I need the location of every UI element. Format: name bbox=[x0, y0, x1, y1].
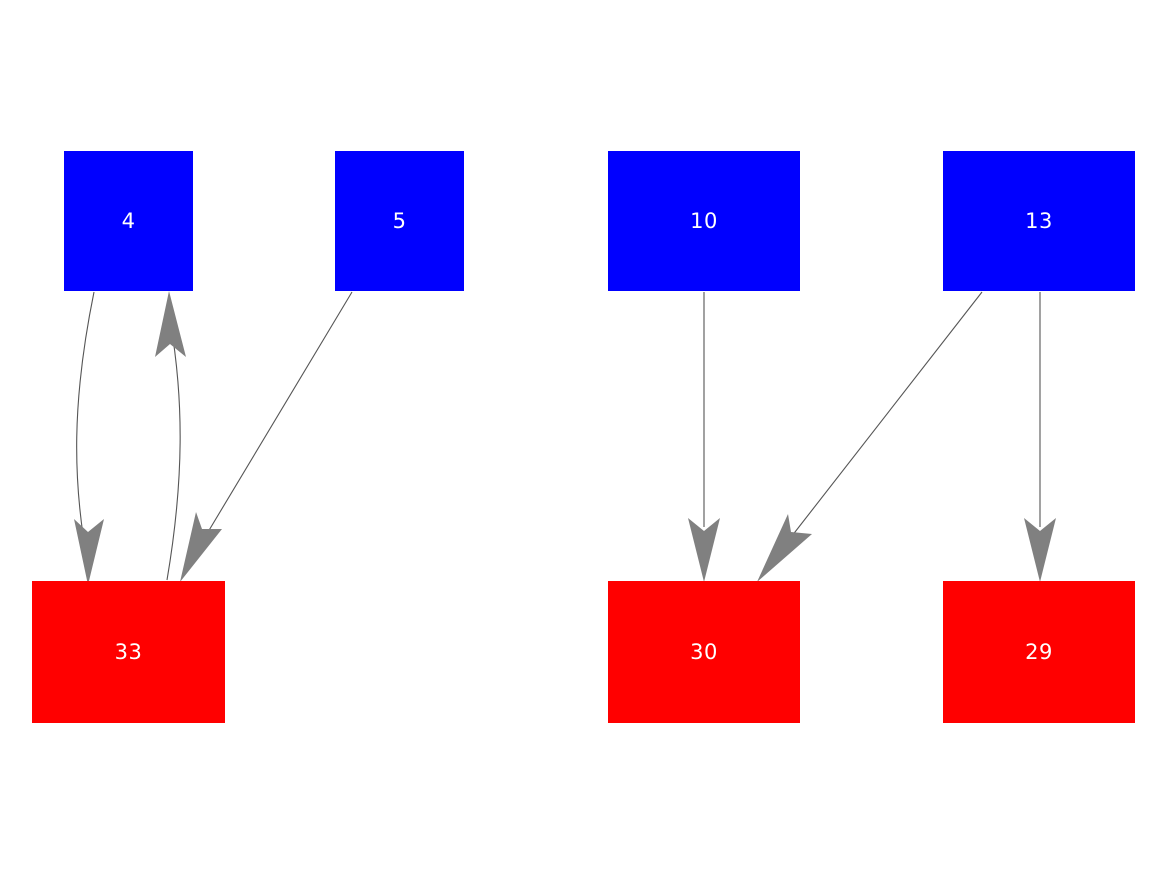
node-label: 29 bbox=[1025, 639, 1053, 664]
node-label: 13 bbox=[1025, 208, 1053, 233]
edge-10-to-30 bbox=[688, 292, 720, 582]
edge-33-to-4 bbox=[155, 291, 186, 581]
arrowhead-down-icon bbox=[1024, 518, 1056, 582]
arrowhead-diagonal-icon bbox=[757, 514, 812, 582]
arrowhead-up-icon bbox=[155, 291, 186, 357]
edge-13-to-29 bbox=[1024, 292, 1056, 582]
graph-node-4[interactable]: 4 bbox=[64, 151, 193, 291]
node-label: 5 bbox=[392, 208, 407, 233]
node-label: 30 bbox=[690, 639, 718, 664]
arrowhead-diagonal-icon bbox=[180, 512, 222, 582]
edge-4-to-33 bbox=[74, 291, 104, 585]
graph-node-30[interactable]: 30 bbox=[608, 581, 800, 723]
graph-node-29[interactable]: 29 bbox=[943, 581, 1135, 723]
node-label: 10 bbox=[690, 208, 718, 233]
arrowhead-down-icon bbox=[74, 519, 104, 585]
graph-node-33[interactable]: 33 bbox=[32, 581, 225, 723]
edge-5-to-33 bbox=[180, 291, 353, 582]
arrowhead-down-icon bbox=[688, 518, 720, 582]
edge-13-to-30 bbox=[757, 291, 983, 582]
graph-node-5[interactable]: 5 bbox=[335, 151, 464, 291]
graph-node-10[interactable]: 10 bbox=[608, 151, 800, 291]
graph-node-13[interactable]: 13 bbox=[943, 151, 1135, 291]
node-label: 33 bbox=[114, 639, 143, 664]
node-label: 4 bbox=[121, 208, 136, 233]
